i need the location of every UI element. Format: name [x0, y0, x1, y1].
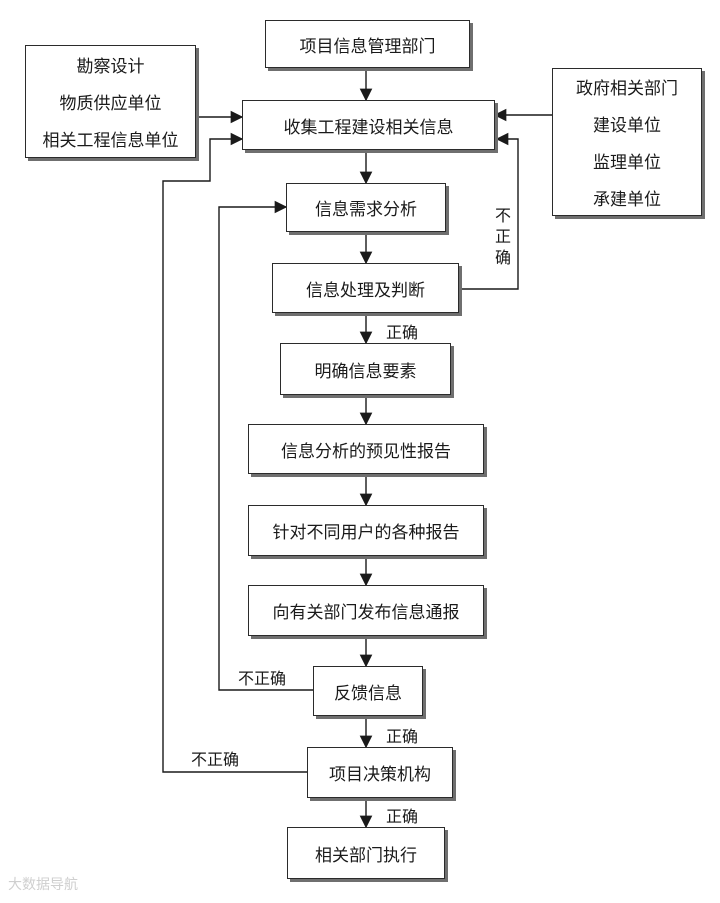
left-source-related: 相关工程信息单位 [42, 131, 179, 151]
right-source-contractor: 承建单位 [593, 190, 661, 210]
edge-label-incorrect-feedback: 不正确 [238, 669, 287, 688]
process-judge-box: 信息处理及判断 [272, 263, 459, 313]
publish-bulletin-box: 向有关部门发布信息通报 [248, 585, 484, 636]
left-source-survey: 勘察设计 [76, 57, 145, 77]
watermark: 大数据导航 [8, 877, 78, 893]
decision-body-label: 项目决策机构 [329, 765, 431, 785]
process-judge-label: 信息处理及判断 [306, 280, 425, 301]
right-source-government: 政府相关部门 [576, 79, 678, 99]
collect-info-box: 收集工程建设相关信息 [242, 100, 495, 150]
arrow-feedback-incorrect-to-demand [218, 200, 313, 691]
user-reports-label: 针对不同用户的各种报告 [272, 523, 460, 543]
user-reports-box: 针对不同用户的各种报告 [248, 505, 484, 556]
demand-analysis-label: 信息需求分析 [315, 200, 417, 220]
right-source-owner: 建设单位 [593, 116, 661, 136]
info-mgmt-dept-box: 项目信息管理部门 [265, 20, 470, 68]
publish-bulletin-label: 向有关部门发布信息通报 [272, 603, 460, 623]
left-source-supply: 物质供应单位 [59, 94, 162, 114]
edge-label-correct-2: 正确 [386, 727, 419, 746]
predictive-report-box: 信息分析的预见性报告 [248, 424, 484, 474]
edge-label-incorrect-vertical: 不正确 [494, 206, 511, 267]
left-sources-box: 勘察设计 物质供应单位 相关工程信息单位 [25, 45, 196, 158]
execute-box: 相关部门执行 [287, 827, 445, 879]
edge-label-correct-3: 正确 [386, 807, 419, 826]
clarify-elements-label: 明确信息要素 [314, 361, 417, 382]
predictive-report-label: 信息分析的预见性报告 [281, 441, 451, 462]
edge-label-correct-1: 正确 [386, 323, 419, 342]
right-sources-box: 政府相关部门 建设单位 监理单位 承建单位 [552, 68, 702, 216]
right-source-supervisor: 监理单位 [593, 153, 661, 173]
info-mgmt-dept-label: 项目信息管理部门 [299, 36, 436, 57]
collect-info-label: 收集工程建设相关信息 [283, 117, 454, 138]
feedback-label: 反馈信息 [334, 683, 402, 704]
feedback-box: 反馈信息 [313, 666, 423, 716]
edge-label-incorrect-decision: 不正确 [191, 750, 240, 769]
execute-label: 相关部门执行 [315, 845, 417, 866]
decision-body-box: 项目决策机构 [307, 747, 453, 798]
arrow-decision-incorrect-to-collect [162, 132, 307, 773]
demand-analysis-box: 信息需求分析 [286, 183, 446, 232]
clarify-elements-box: 明确信息要素 [280, 343, 451, 395]
arrow-incorrect-back-to-collect [459, 132, 519, 290]
